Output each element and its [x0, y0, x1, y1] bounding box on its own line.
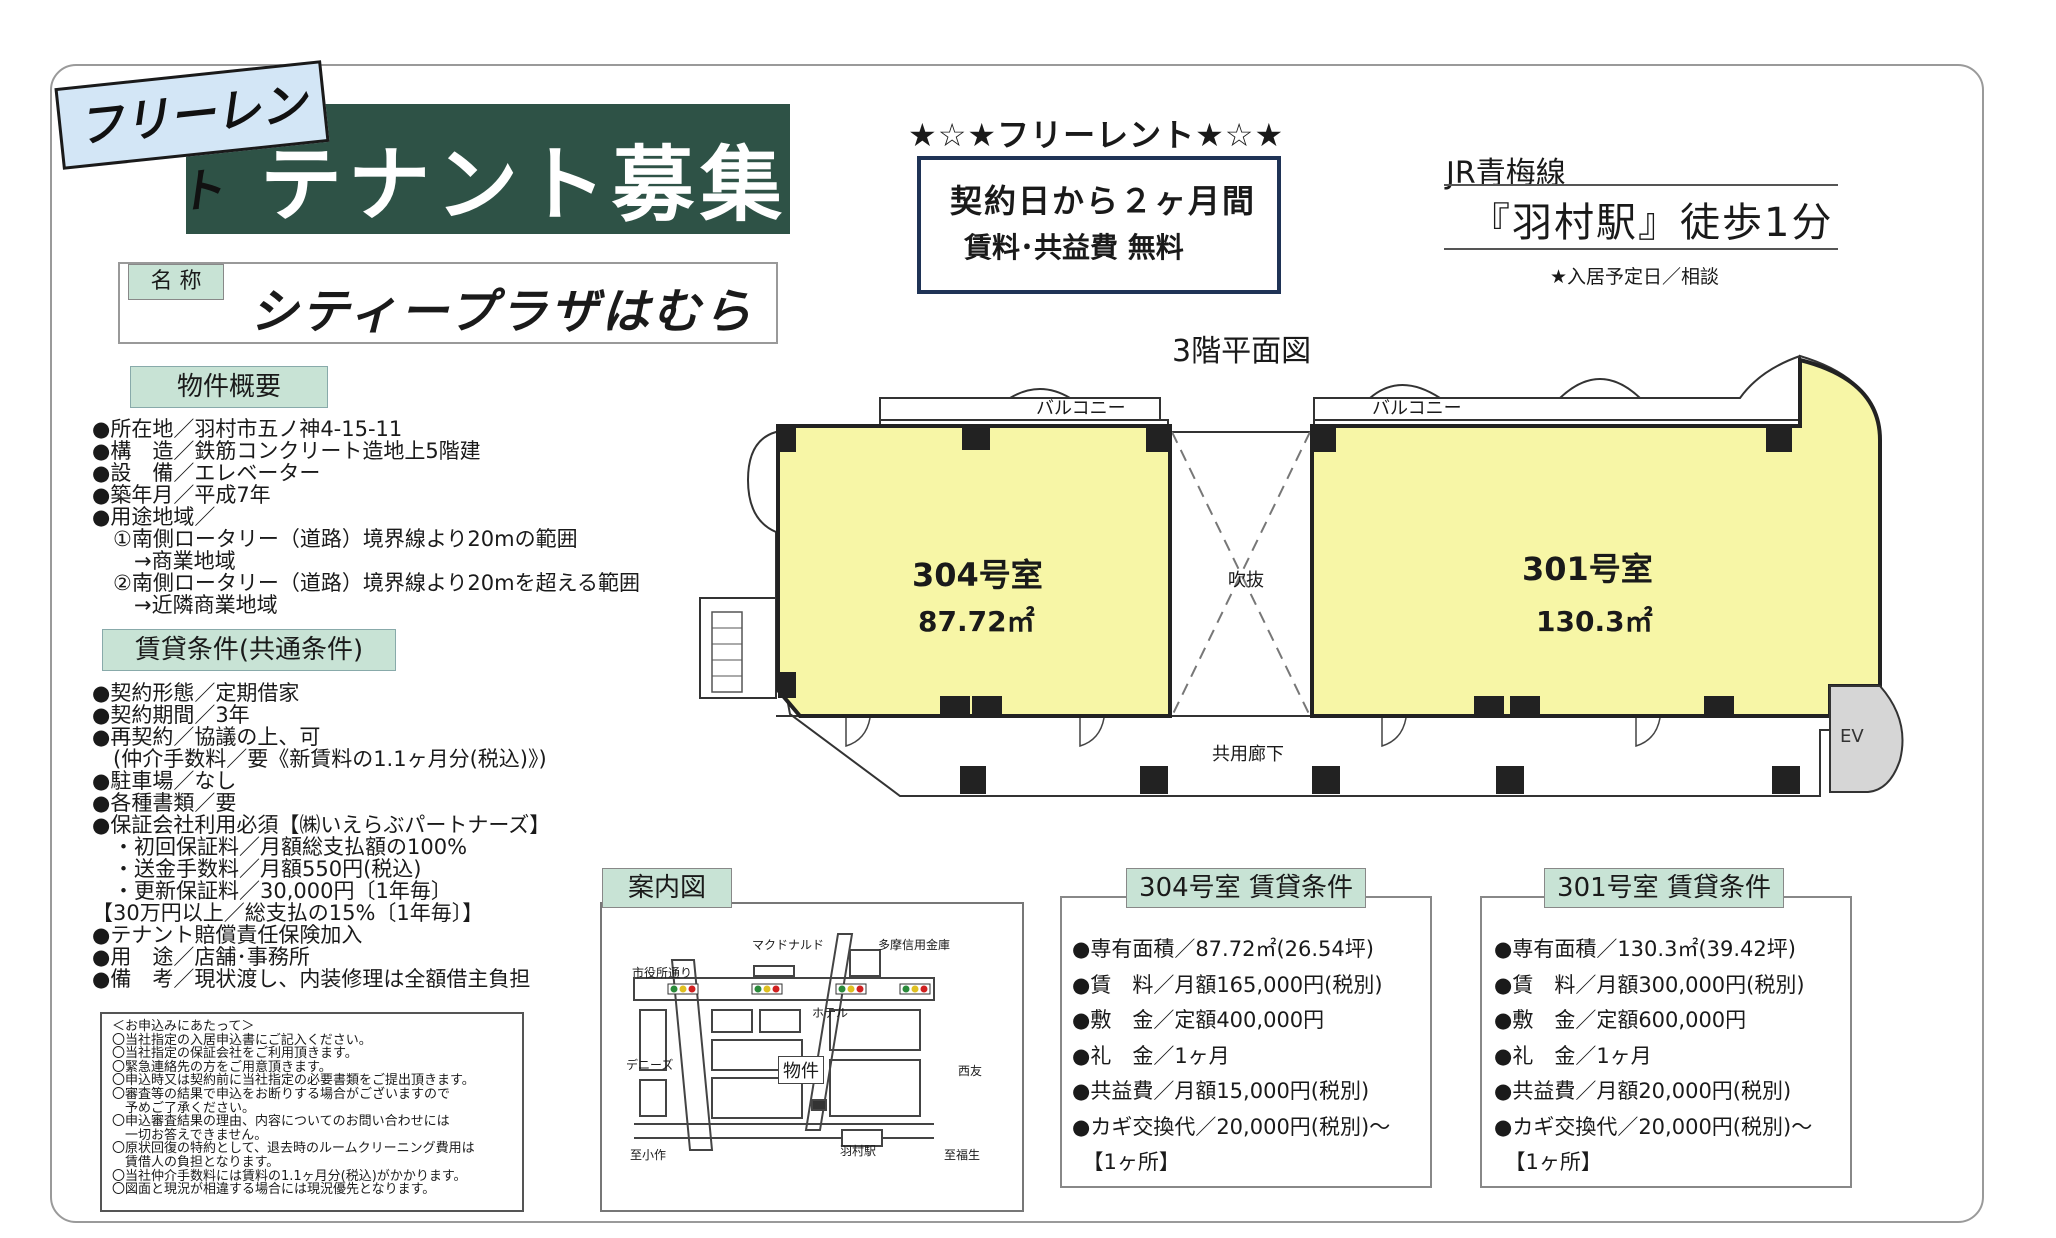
note-line: 〇当社指定の入居申込書にご記入ください。	[112, 1032, 372, 1048]
page-frame	[50, 64, 1984, 1223]
balcony-label: バルコニー	[1372, 398, 1462, 419]
condition-line: 【1ヶ所】	[1494, 1150, 1602, 1174]
divider	[1444, 184, 1838, 186]
overview-line: ●設 備／エレベーター	[92, 461, 321, 485]
map-dennys: デニーズ	[626, 1058, 674, 1072]
map-to-fussa: 至福生	[944, 1148, 981, 1162]
note-line: 〇申込審査結果の理由、内容についてのお問い合わせには	[112, 1114, 450, 1130]
condition-line: 【1ヶ所】	[1072, 1150, 1180, 1174]
map-station: 羽村駅	[840, 1144, 877, 1158]
condition-line: ●敷 金／定額600,000円	[1494, 1008, 1747, 1032]
void-label: 吹抜	[1228, 570, 1264, 591]
lease-line: ●各種書類／要	[92, 791, 237, 815]
station-access: 『羽村駅』徒歩1分	[1470, 200, 1834, 246]
room-301-conditions-label: 301号室 賃貸条件	[1544, 868, 1784, 908]
map-bank: 多摩信用金庫	[878, 938, 951, 952]
note-line: 賃借人の負担となります。	[112, 1154, 280, 1170]
floor-plan	[699, 354, 1904, 797]
note-line: 〇申込時又は契約前に当社指定の必要書類をご提出頂きます。	[112, 1073, 475, 1089]
free-rent-box	[917, 156, 1281, 294]
room-301-name: 301号室	[1522, 550, 1653, 588]
floor-plan-title: 3階平面図	[1172, 334, 1312, 369]
condition-line: ●カギ交換代／20,000円(税別)～	[1072, 1114, 1391, 1139]
banner-title: テナント募集	[260, 138, 789, 233]
note-line: 予めご了承ください。	[112, 1100, 256, 1116]
room-304-conditions-label: 304号室 賃貸条件	[1126, 868, 1366, 908]
note-line: 〇当社仲介手数料には賃料の1.1ヶ月分(税込)がかかります。	[112, 1168, 467, 1184]
condition-line: ●敷 金／定額400,000円	[1072, 1008, 1325, 1032]
room-304-conditions-list: ●専有面積／87.72㎡(26.54坪) ●賃 料／月額165,000円(税別)…	[1072, 932, 1390, 1181]
lease-line: ●用 途／店舗･事務所	[92, 945, 310, 969]
condition-line: ●専有面積／87.72㎡(26.54坪)	[1072, 937, 1374, 961]
map-mcdonalds: マクドナルド	[752, 938, 825, 952]
room-301-conditions-list: ●専有面積／130.3㎡(39.42坪) ●賃 料／月額300,000円(税別)…	[1494, 932, 1812, 1181]
map-seiyu: 西友	[958, 1064, 983, 1078]
room-304-area: 87.72㎡	[918, 605, 1035, 638]
overview-line: ●構 造／鉄筋コンクリート造地上5階建	[92, 439, 481, 463]
map-label: 案内図	[602, 868, 732, 908]
lease-line: ●駐車場／なし	[92, 769, 237, 793]
condition-line: ●賃 料／月額300,000円(税別)	[1494, 972, 1805, 997]
overview-line: ②南側ロータリー（道路）境界線より20mを超える範囲	[92, 571, 640, 595]
note-line: 〇当社指定の保証会社をご利用頂きます。	[112, 1046, 358, 1062]
divider	[1444, 248, 1838, 250]
note-line: 一切お答えできません。	[112, 1127, 268, 1143]
note-line: ＜お申込みにあたって＞	[112, 1019, 255, 1034]
balcony-label: バルコニー	[1036, 398, 1126, 419]
overview-list: ●所在地／羽村市五ノ神4-15-11 ●構 造／鉄筋コンクリート造地上5階建 ●…	[92, 418, 640, 616]
overview-line: →近隣商業地域	[92, 593, 278, 617]
lease-line: ●備 考／現状渡し、内装修理は全額借主負担	[92, 967, 531, 991]
condition-line: ●共益費／月額20,000円(税別)	[1494, 1079, 1792, 1103]
note-line: 〇審査等の結果で申込をお断りする場合がございますので	[112, 1086, 451, 1102]
room-301-area: 130.3㎡	[1536, 605, 1653, 638]
overview-line: ①南側ロータリー（道路）境界線より20mの範囲	[92, 527, 578, 551]
lease-line: 【30万円以上／総支払の15%〔1年毎〕】	[92, 901, 484, 925]
overview-line: ●築年月／平成7年	[92, 483, 271, 507]
overview-label: 物件概要	[130, 366, 328, 408]
note-line: 〇原状回復の特約として、退去時のルームクリーニング費用は	[112, 1141, 475, 1157]
lease-line: ●契約期間／3年	[92, 703, 250, 727]
condition-line: ●共益費／月額15,000円(税別)	[1072, 1079, 1370, 1103]
condition-line: ●専有面積／130.3㎡(39.42坪)	[1494, 937, 1796, 961]
corridor-label: 共用廊下	[1212, 744, 1284, 765]
free-rent-period: 契約日から２ヶ月間	[950, 182, 1257, 220]
condition-line: ●礼 金／1ヶ月	[1072, 1043, 1230, 1068]
free-rent-detail: 賃料･共益費 無料	[964, 231, 1184, 264]
lease-terms-label: 賃貸条件(共通条件)	[102, 629, 396, 671]
room-304-name: 304号室	[912, 556, 1043, 594]
condition-line: ●礼 金／1ヶ月	[1494, 1043, 1652, 1068]
note-line: 〇緊急連絡先の方をご用意頂きます。	[112, 1059, 332, 1075]
note-line: 〇図面と現況が相違する場合には現況優先となります。	[112, 1182, 436, 1198]
elevator-label: EV	[1840, 726, 1864, 747]
condition-line: ●カギ交換代／20,000円(税別)～	[1494, 1114, 1813, 1139]
map-to-ozaku: 至小作	[630, 1148, 667, 1162]
lease-line: ・送金手数料／月額550円(税込)	[92, 857, 422, 881]
application-notes: ＜お申込みにあたって＞ 〇当社指定の入居申込書にご記入ください。 〇当社指定の保…	[100, 1012, 524, 1212]
overview-line: ●所在地／羽村市五ノ神4-15-11	[92, 417, 403, 441]
map-property: 物件	[778, 1056, 824, 1084]
lease-line: ●テナント賠償責任保険加入	[92, 923, 363, 947]
property-name: シティープラザはむら	[250, 284, 755, 340]
overview-line: ●用途地域／	[92, 505, 216, 529]
lease-terms-list: ●契約形態／定期借家 ●契約期間／3年 ●再契約／協議の上、可 (仲介手数料／要…	[92, 682, 550, 990]
lease-line: ・初回保証料／月額総支払額の100%	[92, 835, 468, 859]
overview-line: →商業地域	[92, 549, 236, 573]
name-label: 名 称	[128, 264, 224, 300]
access-map	[600, 902, 1024, 1212]
map-hotel: ホテル	[812, 1006, 849, 1020]
move-in-date: ★入居予定日／相談	[1550, 266, 1720, 288]
map-drawing	[633, 933, 935, 1151]
condition-line: ●賃 料／月額165,000円(税別)	[1072, 972, 1383, 997]
property-name-box	[118, 262, 778, 344]
lease-line: (仲介手数料／要《新賃料の1.1ヶ月分(税込)》)	[92, 747, 547, 771]
lease-line: ●保証会社利用必須【㈱いえらぶパートナーズ】	[92, 813, 551, 837]
lease-line: ・更新保証料／30,000円〔1年毎〕	[92, 879, 452, 903]
map-city-hall-road: 市役所通り	[632, 966, 693, 980]
free-rent-title: ★☆★フリーレント★☆★	[908, 116, 1285, 154]
lease-line: ●再契約／協議の上、可	[92, 725, 321, 749]
lease-line: ●契約形態／定期借家	[92, 681, 300, 705]
